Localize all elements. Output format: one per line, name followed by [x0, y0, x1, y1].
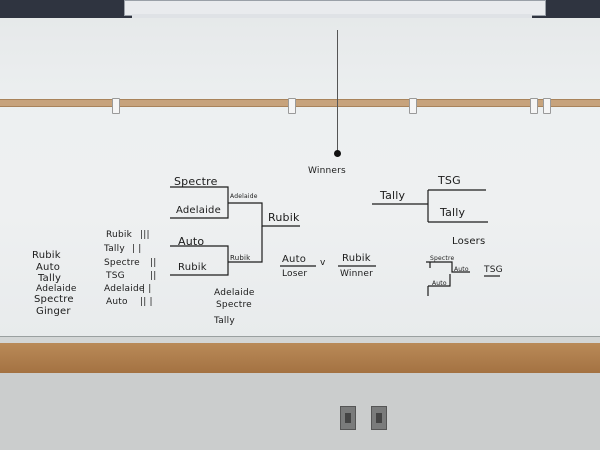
standings-team: Rubik [32, 250, 61, 261]
eliminated-team: Adelaide [214, 288, 255, 298]
bracket-entrant: Adelaide [176, 205, 221, 216]
match-right-top: Rubik [342, 253, 371, 264]
tally-row-name: Spectre [104, 258, 140, 268]
map-rail [0, 99, 600, 107]
tally-row-marks: || | [140, 297, 153, 307]
winners-label: Winners [308, 166, 346, 176]
match-right-bottom: Winner [340, 269, 374, 279]
standings-team: Auto [36, 262, 61, 273]
wood-trim [0, 343, 600, 373]
tally-row-name: Rubik [106, 230, 132, 240]
bracket-round2: Adelaide [230, 193, 258, 200]
winners-entrant: Tally [380, 189, 406, 202]
bracket-entrant: Rubik [178, 262, 207, 273]
wall-outlet [371, 406, 387, 430]
standings-team: Ginger [36, 306, 71, 317]
losers-entrant: TSG [484, 265, 503, 275]
standings-team: Tally [38, 273, 62, 284]
tally-row-marks: | | [132, 244, 142, 254]
bracket-round2: Rubik [230, 254, 251, 262]
eliminated-team: Spectre [216, 300, 252, 310]
eliminated-team: Tally [214, 316, 235, 326]
marker-tray [0, 336, 600, 345]
map-clip [543, 98, 551, 114]
tally-row-marks: || [150, 271, 157, 281]
tally-row-name: TSG [106, 271, 125, 281]
wall-outlet [340, 406, 356, 430]
winners-entrant: TSG [438, 174, 461, 187]
losers-label: Losers [452, 236, 486, 247]
map-clip [409, 98, 417, 114]
map-clip [112, 98, 120, 114]
map-clip [288, 98, 296, 114]
bracket-entrant: Spectre [174, 175, 218, 188]
tally-row-name: Tally [104, 244, 125, 254]
whiteboard [0, 18, 600, 340]
map-clip [530, 98, 538, 114]
match-versus: v [320, 258, 326, 268]
losers-entrant: Spectre [430, 255, 455, 262]
match-left-bottom: Loser [282, 269, 308, 279]
tally-row-marks: || [150, 258, 157, 268]
winners-entrant: Tally [440, 206, 466, 219]
losers-entrant: Auto [432, 280, 447, 287]
match-left-top: Auto [282, 254, 307, 265]
tally-row-marks: ||| [140, 230, 150, 240]
lower-wall [0, 373, 600, 450]
losers-entrant: Auto [454, 266, 469, 273]
bracket-entrant: Auto [178, 235, 205, 248]
bracket-final: Rubik [268, 211, 300, 224]
standings-team: Spectre [34, 294, 74, 305]
tally-row-marks: | | [142, 284, 152, 294]
standings-team: Adelaide [36, 284, 77, 294]
pull-cord-knob [334, 150, 341, 157]
screen-pull-cord [337, 30, 338, 152]
tally-row-name: Auto [106, 297, 128, 307]
tally-row-name: Adelaide [104, 284, 145, 294]
